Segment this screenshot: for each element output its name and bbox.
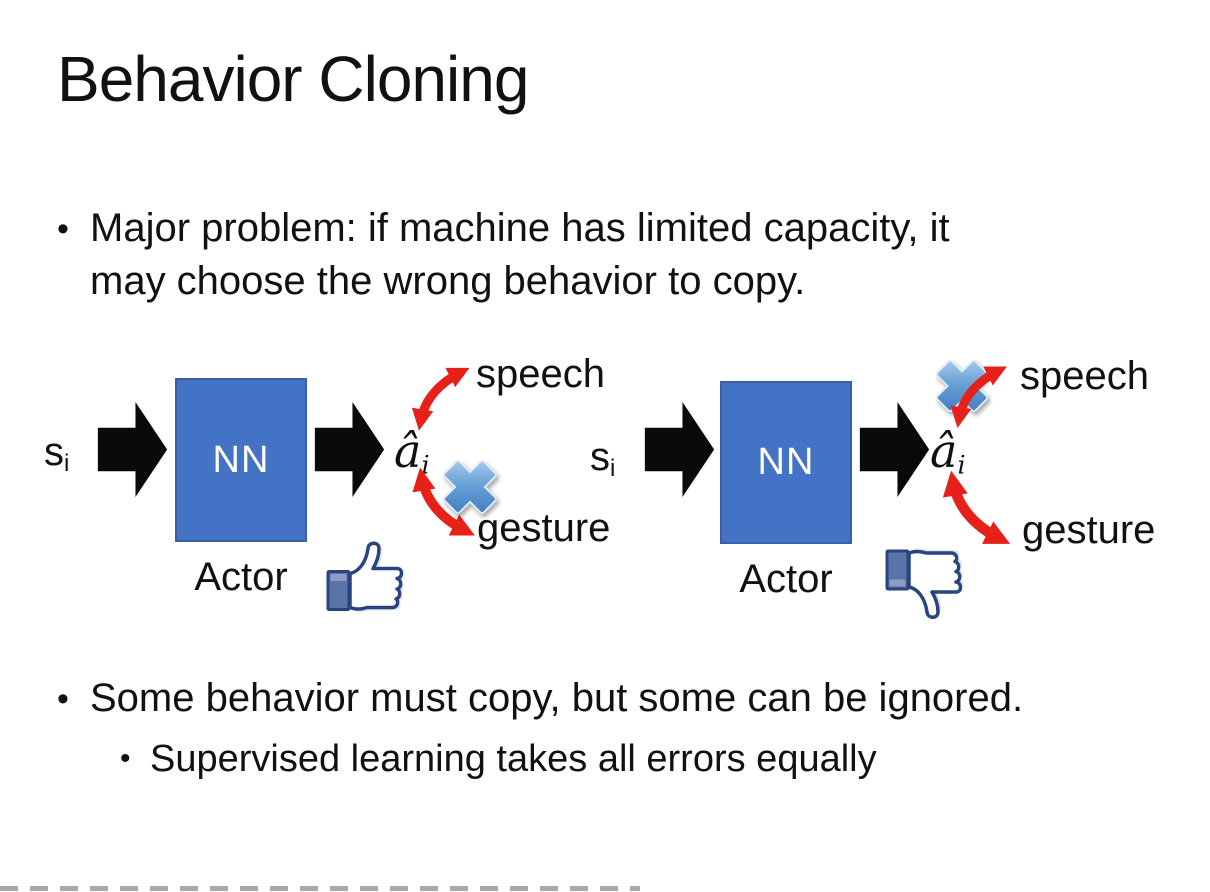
speech-label: speech [1020,354,1149,398]
nn-box-label: NN [757,441,815,483]
actor-caption: Actor [739,557,833,601]
nn-box-label: NN [212,438,270,481]
thumbs-up-icon [326,541,405,612]
cross-out-icon [443,460,497,514]
gesture-label: gesture [1022,508,1156,552]
input-state-subscript: i [610,455,616,482]
actor-caption: Actor [194,555,288,599]
gesture-arrow-icon [942,470,1011,545]
diagram-right: si NN Actor âi speech gesture [545,340,1210,655]
nn-box: NN [175,378,307,542]
sub-bullet-marker: • [120,742,131,775]
gesture-arrow-icon [412,467,475,536]
speech-arrow-icon [411,367,470,431]
diagram-left: si NN Actor âi speech gesture [0,340,610,650]
predicted-action-subscript: i [421,450,430,480]
gesture-label: gesture [477,506,611,550]
predicted-action-subscript: i [957,450,966,480]
bullet-2-text: Some behavior must copy, but some can be… [90,676,1024,720]
input-state-label: si [44,430,69,478]
input-state-subscript: i [64,450,70,477]
input-state-label: si [590,435,615,483]
nn-box: NN [720,381,852,544]
bullet-1-line-1: Major problem: if machine has limited ca… [90,206,950,250]
speech-label: speech [476,352,605,396]
input-state-letter: s [44,430,64,474]
predicted-action-label: âi [394,424,430,479]
predicted-action-letter: â [930,424,958,478]
slide-title: Behavior Cloning [57,43,529,115]
input-arrow-icon [97,402,168,497]
output-arrow-icon [859,402,930,497]
input-arrow-icon [644,402,715,497]
sub-bullet-text: Supervised learning takes all errors equ… [150,738,877,780]
output-arrow-icon [314,402,385,497]
bullet-marker: • [57,680,69,718]
bullet-marker: • [57,210,69,248]
speech-arrow-icon [950,366,1007,429]
bottom-dashed-line [0,886,640,891]
predicted-action-label: âi [930,424,966,479]
bullet-1-line-2: may choose the wrong behavior to copy. [90,259,806,303]
thumbs-down-icon [885,548,964,619]
input-state-letter: s [590,435,610,479]
